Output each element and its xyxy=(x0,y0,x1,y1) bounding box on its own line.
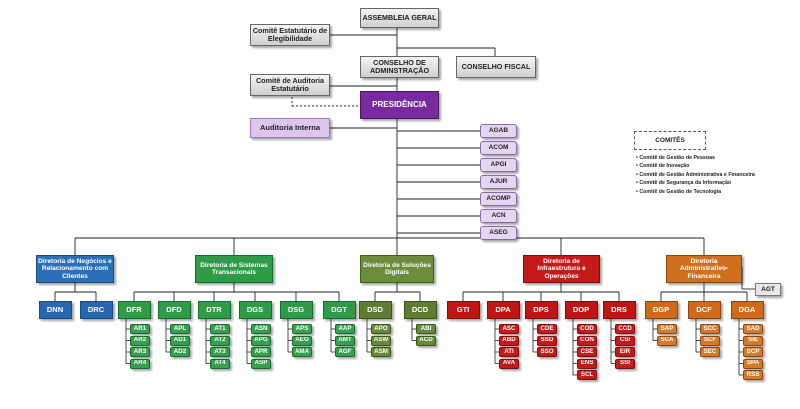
assembleia-geral-box[interactable]: ASSEMBLEIA GERAL xyxy=(360,8,439,28)
dept-gti-box[interactable]: GTI xyxy=(446,301,480,319)
assessoria-acn[interactable]: ACN xyxy=(480,209,517,223)
conselho-administracao-box[interactable]: CONSELHO DE ADMINSTRAÇÃO xyxy=(360,56,439,78)
dept-dgt-box[interactable]: DGT xyxy=(322,301,356,319)
subunit-ama-box[interactable]: AMA xyxy=(292,347,312,357)
subunit-sec-box[interactable]: SEC xyxy=(700,347,720,357)
subunit-aeo-box[interactable]: AEO xyxy=(292,335,312,346)
dept-dgp-box[interactable]: DGP xyxy=(644,301,678,319)
comites-item: • Comitê de Gestão de Pessoas xyxy=(636,155,715,161)
subunit-sad-box[interactable]: SAD xyxy=(743,324,763,334)
subunit-asp-box[interactable]: ASP xyxy=(251,358,271,369)
subunit-agf-box[interactable]: AGF xyxy=(335,347,355,357)
subunit-ar2-box[interactable]: AR2 xyxy=(130,335,150,346)
subunit-at4-box[interactable]: AT4 xyxy=(210,358,230,369)
subunit-acd-box[interactable]: ACD xyxy=(416,335,436,346)
subunit-ar3-box[interactable]: AR3 xyxy=(130,347,150,357)
subunit-aap-box[interactable]: AAP xyxy=(335,324,355,334)
subunit-sap-box[interactable]: SAP xyxy=(657,324,677,334)
subunit-ens-box[interactable]: ENS xyxy=(577,358,597,369)
assessoria-ajur[interactable]: AJUR xyxy=(480,175,517,189)
dept-drs-box[interactable]: DRS xyxy=(602,301,636,319)
subunit-ati-box[interactable]: ATI xyxy=(499,347,519,357)
subunit-con-box[interactable]: CON xyxy=(577,335,597,346)
dept-dpa-box[interactable]: DPA xyxy=(486,301,520,319)
comite-elegibilidade-box[interactable]: Comitê Estatutário de Elegibilidade xyxy=(250,24,330,46)
dept-dps-box[interactable]: DPS xyxy=(524,301,558,319)
assessoria-acomp[interactable]: ACOMP xyxy=(480,192,517,206)
subunit-cde-box[interactable]: CDE xyxy=(537,324,557,334)
agt-box[interactable]: AGT xyxy=(755,283,781,296)
subunit-sca-box[interactable]: SCA xyxy=(657,335,677,346)
dept-dop-box[interactable]: DOP xyxy=(564,301,598,319)
subunit-ar1-box[interactable]: AR1 xyxy=(130,324,150,334)
subunit-asw-box[interactable]: ASW xyxy=(371,335,391,346)
dept-dtr-box[interactable]: DTR xyxy=(197,301,231,319)
diretoria-solucoes-box[interactable]: Diretoria de Soluções Digitais xyxy=(360,255,434,283)
comite-auditoria-box[interactable]: Comitê de Auditoria Estatutário xyxy=(250,74,330,96)
subunit-cse-box[interactable]: CSE xyxy=(577,347,597,357)
subunit-sso-box[interactable]: SSO xyxy=(537,347,557,357)
subunit-ssd-box[interactable]: SSD xyxy=(537,335,557,346)
assessoria-aseg[interactable]: ASEG xyxy=(480,226,517,240)
assessoria-acom[interactable]: ACOM xyxy=(480,141,517,155)
assessoria-agab[interactable]: AGAB xyxy=(480,124,517,138)
subunit-apl-box[interactable]: APL xyxy=(170,324,190,334)
subunit-ad2-box[interactable]: AD2 xyxy=(170,347,190,357)
subunit-csi-box[interactable]: CSI xyxy=(615,335,635,346)
subunit-asn-box[interactable]: ASN xyxy=(251,324,271,334)
subunit-abi-box[interactable]: ABI xyxy=(416,324,436,334)
subunit-rss-box[interactable]: RSS xyxy=(743,370,763,380)
subunit-aps-box[interactable]: APS xyxy=(292,324,312,334)
dept-dfr-box[interactable]: DFR xyxy=(117,301,151,319)
dept-dcf-box[interactable]: DCF xyxy=(687,301,721,319)
comites-title: COMITÊS xyxy=(634,131,706,150)
subunit-at1-box[interactable]: AT1 xyxy=(210,324,230,334)
presidencia-box[interactable]: PRESIDÊNCIA xyxy=(360,91,439,119)
subunit-ssi-box[interactable]: SSI xyxy=(615,358,635,369)
subunit-apg-box[interactable]: APG xyxy=(251,335,271,346)
subunit-spa-box[interactable]: SPA xyxy=(743,358,763,369)
auditoria-interna-box[interactable]: Auditoria Interna xyxy=(250,118,330,138)
dept-dgs-box[interactable]: DGS xyxy=(238,301,272,319)
subunit-scl-box[interactable]: SCL xyxy=(577,370,597,380)
conselho-fiscal-box[interactable]: CONSELHO FISCAL xyxy=(456,56,536,78)
dept-dsd-box[interactable]: DSD xyxy=(358,301,392,319)
dept-dsg-box[interactable]: DSG xyxy=(279,301,313,319)
subunit-sie-box[interactable]: SIE xyxy=(743,335,763,346)
subunit-ccd-box[interactable]: CCD xyxy=(615,324,635,334)
subunit-cod-box[interactable]: COD xyxy=(577,324,597,334)
dept-dcd-box[interactable]: DCD xyxy=(403,301,437,319)
subunit-ava-box[interactable]: AVA xyxy=(499,358,519,369)
dept-dfd-box[interactable]: DFD xyxy=(157,301,191,319)
subunit-scc-box[interactable]: SCC xyxy=(700,324,720,334)
subunit-apo-box[interactable]: APO xyxy=(371,324,391,334)
comites-item: • Comitê de Segurança da Informação xyxy=(636,180,732,187)
subunit-scp-box[interactable]: SCP xyxy=(743,347,763,357)
comites-list: • Comitê de Gestão de Pessoas • Comitê d… xyxy=(636,154,755,196)
dept-dnn-box[interactable]: DNN xyxy=(38,301,72,319)
assessoria-apgi[interactable]: APGI xyxy=(480,158,517,172)
subunit-at3-box[interactable]: AT3 xyxy=(210,347,230,357)
subunit-ar4-box[interactable]: AR4 xyxy=(130,358,150,369)
subunit-abd-box[interactable]: ABD xyxy=(499,335,519,346)
dept-drc-box[interactable]: DRC xyxy=(79,301,113,319)
subunit-asm-box[interactable]: ASM xyxy=(371,347,391,357)
subunit-amt-box[interactable]: AMT xyxy=(335,335,355,346)
diretoria-administrativa-box[interactable]: Diretoria Administrativo-Financeira xyxy=(666,255,742,283)
diretoria-negocios-box[interactable]: Diretoria de Negócios e Relacionamento c… xyxy=(36,255,114,283)
diretoria-infraestrutura-box[interactable]: Diretoria de Infraestrutura e Operações xyxy=(523,255,600,283)
subunit-at2-box[interactable]: AT2 xyxy=(210,335,230,346)
comites-item: • Comitê de Gestão Administrativa e Fina… xyxy=(636,171,755,178)
diretoria-sistemas-box[interactable]: Diretoria de Sistemas Transacionais xyxy=(195,255,273,283)
dept-dga-box[interactable]: DGA xyxy=(730,301,764,319)
comites-item: • Comitê de Gestão de Tecnologia xyxy=(636,188,722,195)
subunit-ad1-box[interactable]: AD1 xyxy=(170,335,190,346)
comites-item: • Comitê de Inovação xyxy=(636,163,690,170)
subunit-asc-box[interactable]: ASC xyxy=(499,324,519,334)
subunit-eir-box[interactable]: EIR xyxy=(615,347,635,357)
subunit-apr-box[interactable]: APR xyxy=(251,347,271,357)
subunit-scf-box[interactable]: SCF xyxy=(700,335,720,346)
